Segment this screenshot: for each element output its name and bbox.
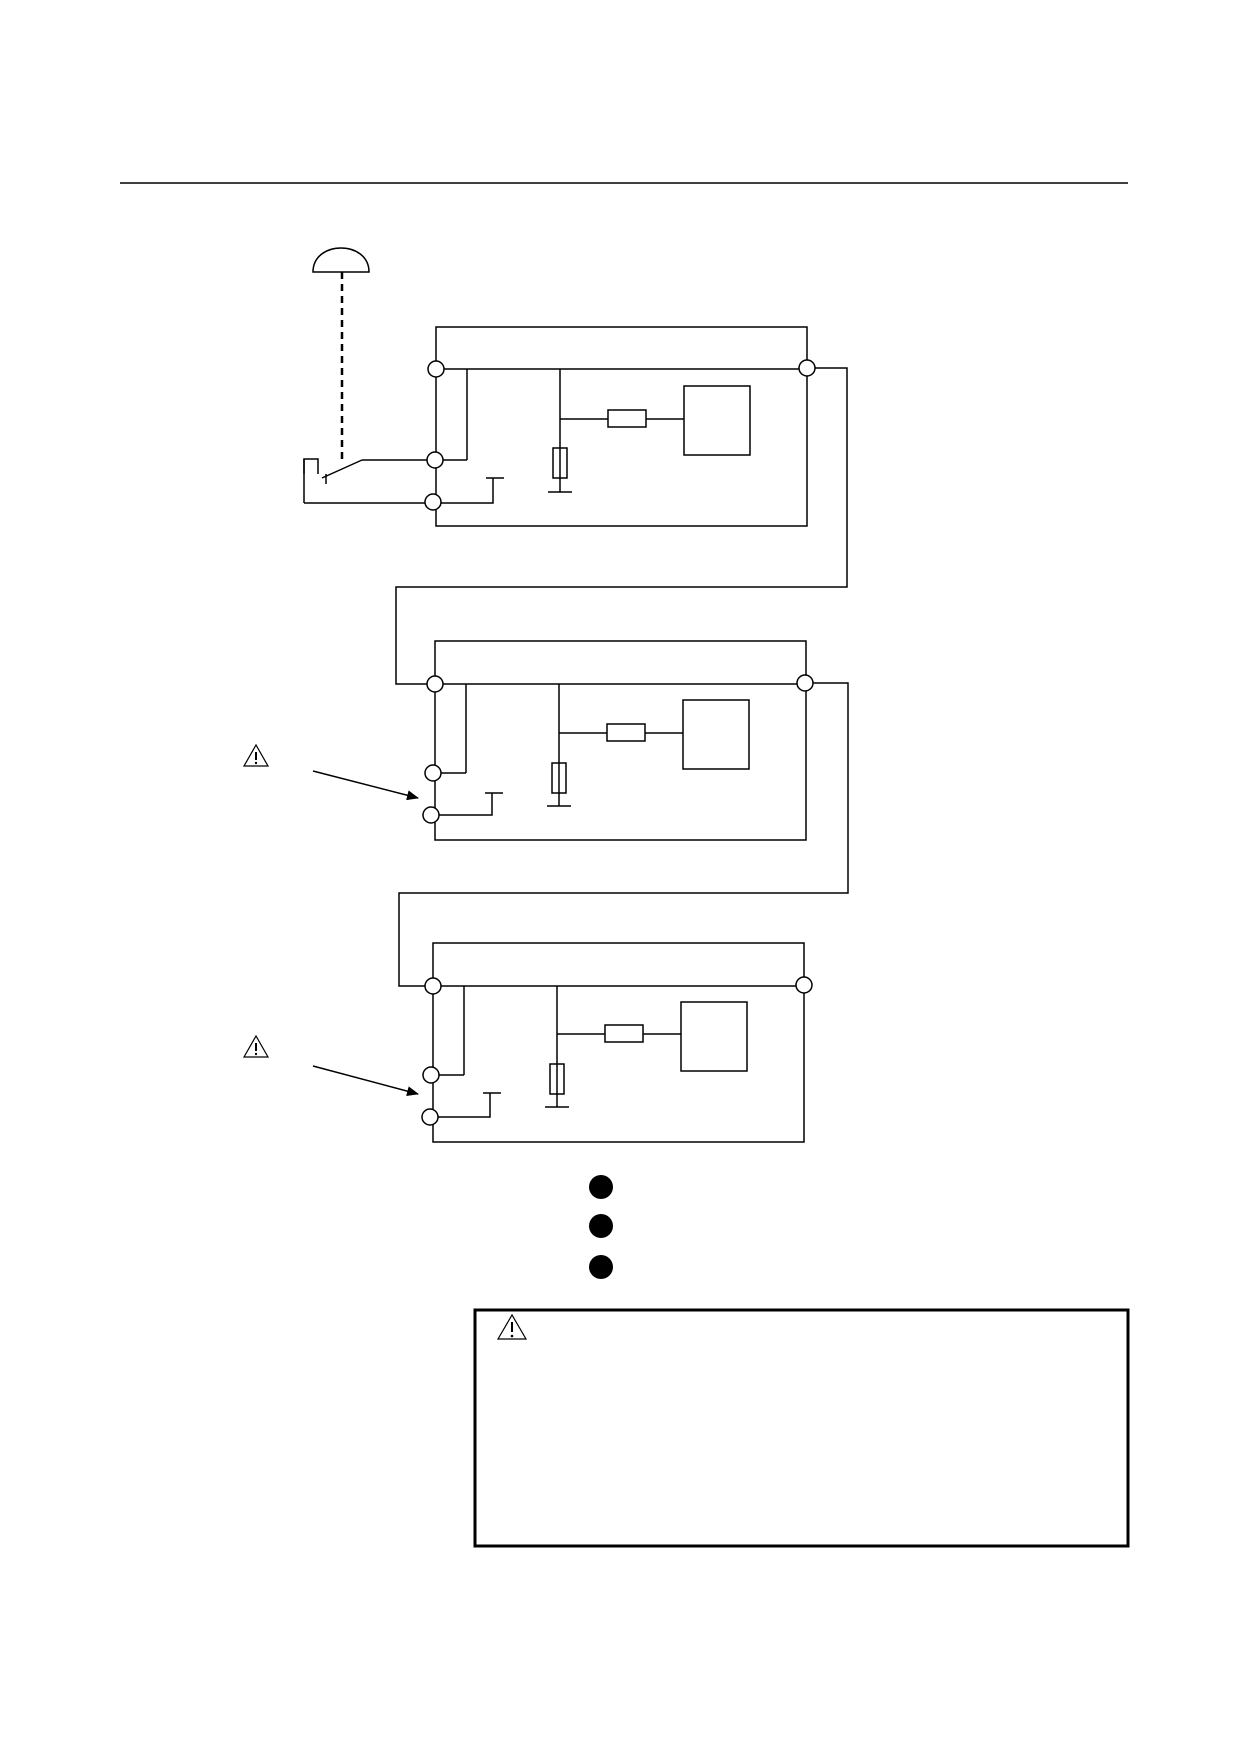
terminal bbox=[424, 977, 442, 995]
terminal bbox=[796, 674, 814, 692]
terminal bbox=[795, 976, 813, 994]
link-wire bbox=[395, 367, 848, 685]
stop-switch bbox=[303, 458, 432, 504]
warning-arrow bbox=[312, 770, 419, 801]
emergency-stop-button-icon bbox=[312, 247, 370, 462]
filled-circle-marker bbox=[589, 1175, 613, 1199]
terminal bbox=[421, 1108, 439, 1126]
terminal bbox=[798, 359, 816, 377]
warning-triangle-icon bbox=[242, 743, 270, 767]
terminal bbox=[424, 764, 442, 782]
unit-1 bbox=[424, 326, 816, 527]
terminal bbox=[422, 1066, 440, 1084]
warning-triangle-icon bbox=[496, 1313, 528, 1340]
caution-box bbox=[473, 1308, 1130, 1548]
unit-3 bbox=[421, 942, 813, 1143]
terminal bbox=[426, 675, 444, 693]
terminal bbox=[426, 451, 444, 469]
terminal bbox=[427, 360, 445, 378]
filled-circle-marker bbox=[589, 1255, 613, 1279]
link-wire bbox=[398, 682, 849, 987]
warning-triangle-icon bbox=[242, 1034, 270, 1058]
filled-circle-marker bbox=[589, 1214, 613, 1238]
unit-2 bbox=[422, 640, 814, 841]
terminal bbox=[424, 493, 442, 511]
warning-arrow bbox=[312, 1065, 419, 1096]
terminal bbox=[422, 806, 440, 824]
